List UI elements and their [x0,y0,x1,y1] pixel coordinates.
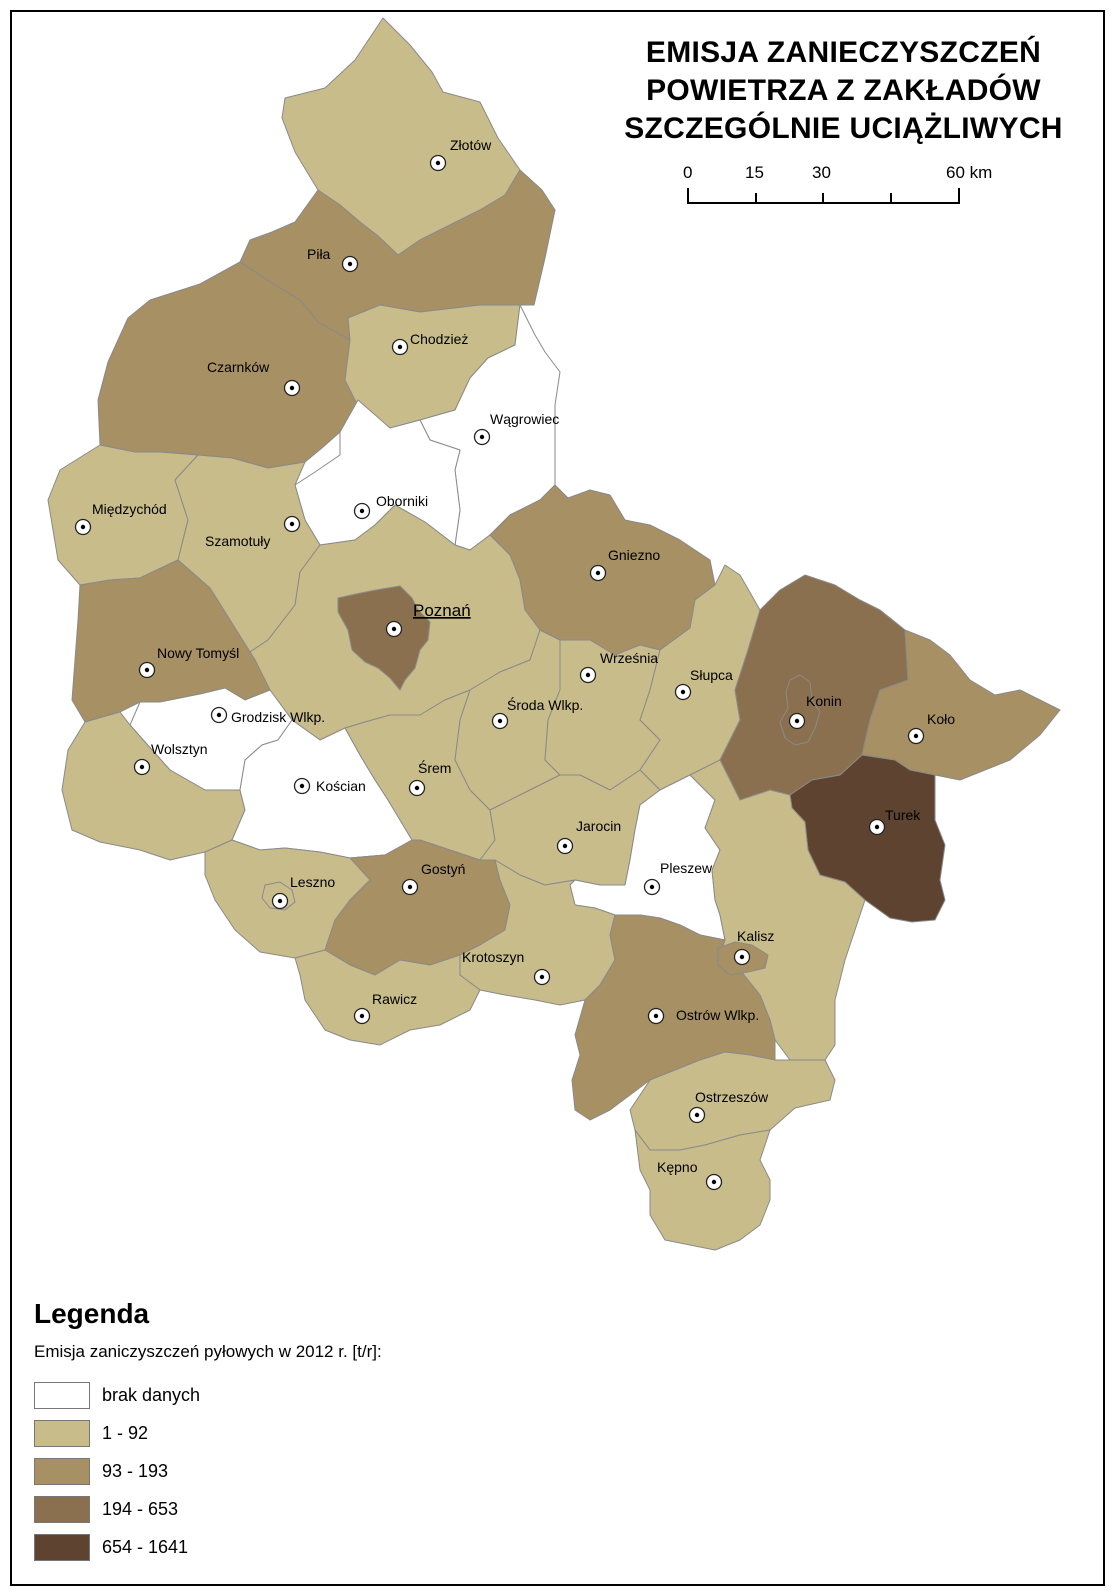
legend-swatch [34,1457,90,1485]
city-marker-icon [647,1007,665,1025]
city-marker-icon [74,518,92,536]
city-label: Pleszew [660,860,713,876]
city-label: Czarnków [207,359,270,375]
scale-tick-30: 30 [812,163,831,182]
legend-item-class-4: 654 - 1641 [34,1532,188,1562]
legend-swatch [34,1419,90,1447]
city-label: Słupca [690,667,733,683]
city-marker-icon [293,777,311,795]
legend-swatch [34,1533,90,1561]
legend-label: 1 - 92 [102,1422,149,1443]
city-label: Kościan [316,778,366,794]
map-title-line-1: EMISJA ZANIECZYSZCZEŃ [645,36,1042,69]
city-label: Oborniki [376,493,428,509]
city-marker-icon [579,666,597,684]
map-frame [10,10,1105,1586]
legend-swatch [34,1495,90,1523]
city-label: Leszno [290,874,335,890]
city-marker-icon [788,712,806,730]
region-kępno [634,1129,771,1251]
city-label: Szamotuły [205,533,270,549]
city-label: Koło [927,711,955,727]
city-label: Nowy Tomyśl [157,645,239,661]
city-label: Wolsztyn [151,741,208,757]
city-label: Chodzież [410,331,468,347]
city-marker-icon [391,338,409,356]
legend-label: 93 - 193 [102,1460,169,1481]
city-label: Jarocin [576,818,621,834]
legend-subtitle: Emisja zaniczyszczeń pyłowych w 2012 r. … [34,1342,382,1361]
city-label: Międzychód [92,501,167,517]
city-marker-icon [705,1173,723,1191]
city-marker-icon [589,564,607,582]
city-marker-icon [133,758,151,776]
city-marker-icon [385,620,403,638]
city-marker-icon [733,948,751,966]
city-marker-icon [674,683,692,701]
city-marker-icon [353,1007,371,1025]
city-label: Śrem [418,759,451,776]
city-label: Wągrowiec [490,411,559,427]
city-marker-icon [688,1106,706,1124]
legend-label: 194 - 653 [102,1498,179,1519]
city-marker-icon [643,878,661,896]
map-title: EMISJA ZANIECZYSZCZEŃ POWIETRZA Z ZAKŁAD… [596,34,1091,148]
region-konin [779,674,821,746]
city-marker-icon [429,154,447,172]
city-marker-icon [408,779,426,797]
city-label: Złotów [450,137,492,153]
region-rawicz [294,949,481,1046]
legend-label: 654 - 1641 [102,1536,189,1557]
legend-item-class-2: 93 - 193 [34,1456,168,1486]
city-marker-icon [283,515,301,533]
city-marker-icon [556,837,574,855]
map-title-line-3: SZCZEGÓLNIE UCIĄŻLIWYCH [624,112,1063,145]
city-marker-icon [401,878,419,896]
city-label: Września [600,650,658,666]
scale-tick-15: 15 [745,163,764,182]
city-marker-icon [473,428,491,446]
legend-heading: Legenda [34,1298,150,1329]
city-marker-icon [341,255,359,273]
region-piła [239,169,556,341]
city-label: Krotoszyn [462,949,524,965]
city-label: Ostrów Wlkp. [676,1007,759,1023]
city-label: Środa Wlkp. [507,696,583,713]
map-title-line-2: POWIETRZA Z ZAKŁADÓW [646,74,1041,107]
city-marker-icon [491,712,509,730]
scale-tick-0: 0 [683,163,692,182]
city-label: Ostrzeszów [695,1089,769,1105]
city-marker-icon [907,727,925,745]
city-marker-icon [533,968,551,986]
city-label: Turek [885,807,921,823]
city-label: Konin [806,693,842,709]
region-poznań [337,585,431,691]
city-label: Gniezno [608,547,660,563]
city-marker-icon [283,379,301,397]
city-marker-icon [138,661,156,679]
legend-item-no-data: brak danych [34,1380,200,1410]
city-marker-icon [271,892,289,910]
city-marker-icon [868,818,886,836]
city-label: Gostyń [421,861,465,877]
city-marker-icon [353,502,371,520]
city-label: Poznań [413,601,471,620]
legend-item-class-1: 1 - 92 [34,1418,148,1448]
legend-label: brak danych [102,1384,201,1405]
city-label: Grodzisk Wlkp. [231,709,325,725]
region-kalisz-county [689,759,866,1061]
city-label: Rawicz [372,991,417,1007]
city-label: Kępno [657,1159,698,1175]
city-label: Kalisz [737,928,774,944]
scale-bar: 0 15 30 60 km [683,163,992,204]
legend-item-class-3: 194 - 653 [34,1494,178,1524]
city-marker-icon [210,706,228,724]
city-label: Piła [307,246,331,262]
scale-tick-60: 60 km [946,163,992,182]
legend-swatch [34,1381,90,1409]
